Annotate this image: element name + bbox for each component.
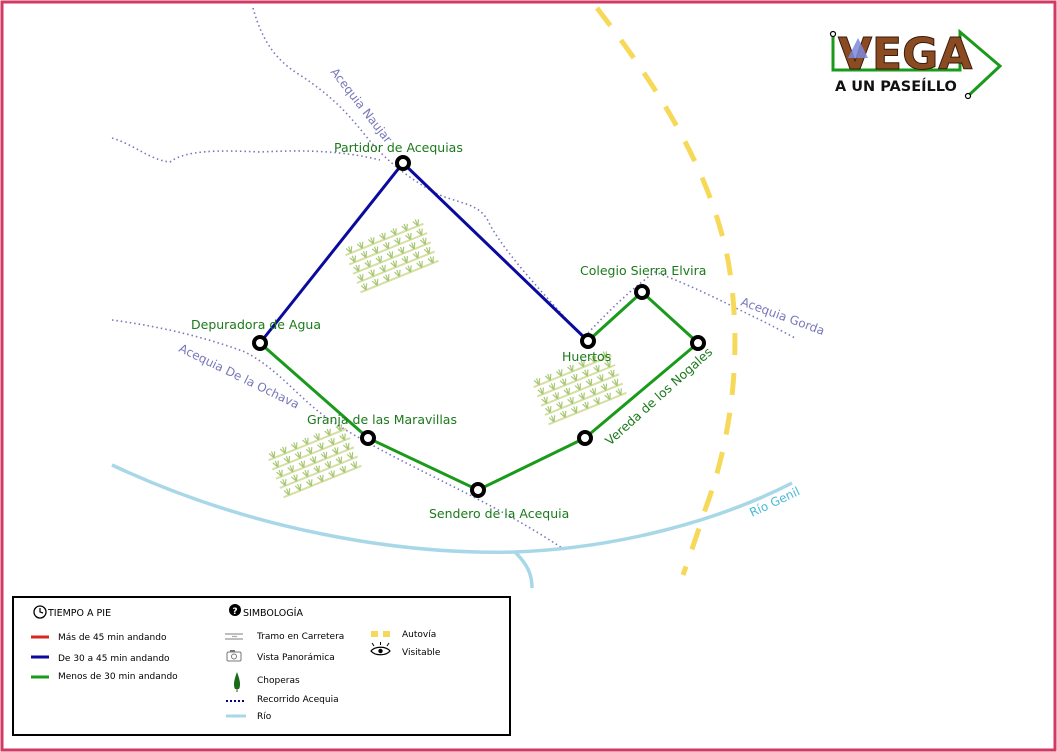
clock-icon: [33, 605, 47, 619]
acequia-paths: [111, 7, 796, 551]
route-blue: [258, 160, 590, 344]
logo-arrow: [831, 28, 1003, 98]
legend-symbol-item: Choperas: [257, 676, 300, 686]
logo-title: VEGA: [838, 29, 972, 80]
svg-text:?: ?: [232, 607, 237, 617]
autovia-path: [595, 6, 738, 576]
label-granja: Granja de las Maravillas: [307, 412, 457, 427]
help-icon: ?: [229, 604, 241, 617]
river-genil-path: [111, 463, 793, 554]
label-acequia-gorda: Acequia Gorda: [739, 295, 827, 338]
legend-symbol-item: Tramo en Carretera: [256, 632, 344, 642]
label-acequia-naujar: Acequia Naujar: [328, 65, 395, 146]
logo-subtitle: A UN PASEÍLLO: [835, 78, 957, 95]
label-partidor: Partidor de Acequias: [334, 140, 463, 155]
stop-partidor[interactable]: [395, 155, 411, 171]
route-green-main: [259, 289, 701, 492]
crop-field-icon: [345, 219, 439, 294]
crop-fields: [268, 219, 627, 499]
label-huertos: Huertos: [562, 349, 611, 364]
stop-vereda[interactable]: [690, 335, 706, 351]
legend-symbol-item: Vista Panorámica: [257, 653, 335, 663]
river-paths: [111, 463, 793, 589]
stop-sendero[interactable]: [470, 482, 486, 498]
legend-time-item: De 30 a 45 min andando: [58, 654, 170, 664]
label-depuradora: Depuradora de Agua: [191, 317, 321, 332]
stop-granja[interactable]: [360, 430, 376, 446]
crop-field-icon: [533, 351, 627, 426]
road-segment-icon: [225, 633, 243, 640]
crop-field-icon: [268, 424, 362, 499]
stop-depuradora[interactable]: [252, 335, 268, 351]
logo-mountain: [848, 38, 868, 58]
legend: TIEMPO A PIE ? SIMBOLOGÍA Más de 45 min …: [12, 596, 511, 736]
legend-box: [12, 596, 511, 736]
legend-symbol-item: Recorrido Acequia: [257, 695, 339, 705]
label-colegio: Colegio Sierra Elvira: [580, 263, 706, 278]
legend-extra-item: Visitable: [402, 648, 441, 658]
acequia-naujar-path: [252, 7, 586, 341]
label-sendero: Sendero de la Acequia: [429, 506, 569, 521]
river-branch-path: [513, 550, 534, 589]
eye-icon: [370, 642, 391, 656]
legend-symbol-item: Río: [257, 712, 272, 722]
legend-time-item: Menos de 30 min andando: [58, 672, 178, 682]
legend-extra-item: Autovía: [402, 630, 436, 640]
legend-time-item: Más de 45 min andando: [58, 633, 167, 643]
label-acequia-ochava: Acequia De la Ochava: [177, 341, 302, 411]
camera-icon: [226, 650, 242, 662]
stops: [252, 155, 706, 498]
logo: VEGA A UN PASEÍLLO: [829, 28, 1003, 100]
acequia-ochava-path: [111, 319, 566, 551]
poplar-tree-icon: [233, 672, 241, 692]
stop-colegio[interactable]: [634, 284, 650, 300]
legend-time-header: TIEMPO A PIE: [47, 608, 111, 619]
stop-huertos[interactable]: [580, 333, 596, 349]
legend-symbols-header: SIMBOLOGÍA: [243, 607, 303, 619]
stop-nogales-south[interactable]: [577, 430, 593, 446]
